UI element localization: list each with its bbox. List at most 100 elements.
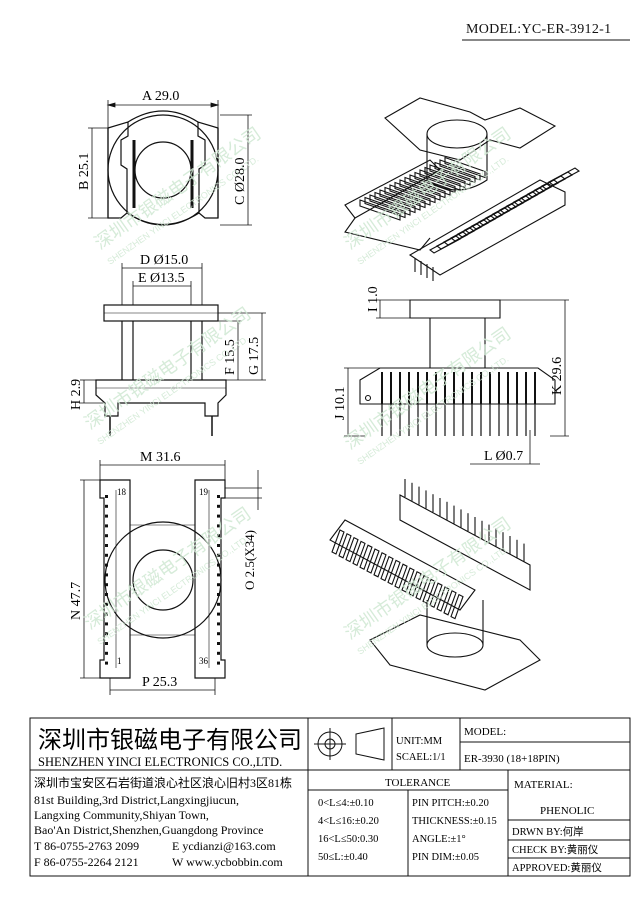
iso1-fin bbox=[463, 215, 497, 234]
dim-b bbox=[88, 127, 108, 219]
iso1-fin bbox=[394, 181, 436, 204]
dim-g-label: G 17.5 bbox=[247, 337, 262, 375]
iso1-fin bbox=[419, 169, 461, 191]
contact-email: E ycdianzi@163.com bbox=[172, 839, 276, 853]
pin-hole-left bbox=[105, 602, 108, 606]
iso2-fin bbox=[380, 555, 394, 582]
contact-tel: T 86-0755-2763 2099 bbox=[34, 839, 139, 853]
watermark-cn-2: 深圳市银磁电子有限公司 bbox=[341, 123, 515, 253]
pin-1-label: 1 bbox=[117, 656, 122, 666]
watermark-cn-6: 深圳市银磁电子有限公司 bbox=[341, 513, 515, 643]
iso1-fin bbox=[470, 211, 504, 230]
iso1-fin bbox=[404, 176, 446, 199]
pin-hole-right bbox=[217, 642, 220, 645]
pin-hole-left bbox=[105, 583, 108, 587]
pin-hole-right bbox=[217, 622, 220, 626]
iso1-fin bbox=[491, 199, 525, 218]
model-header: MODEL:YC-ER-3912-1 bbox=[466, 22, 612, 37]
iso1-fin bbox=[424, 166, 466, 189]
model-label: MODEL: bbox=[464, 726, 506, 738]
dim-e-label: E Ø13.5 bbox=[138, 271, 185, 286]
dim-b-label: B 25.1 bbox=[77, 153, 92, 190]
pin-18-label: 18 bbox=[117, 487, 127, 497]
bottom-view bbox=[99, 479, 226, 679]
pin-tolerance-2: THICKNESS:±0.15 bbox=[412, 816, 497, 827]
pin-hole-right bbox=[217, 583, 220, 587]
iso1-fin bbox=[505, 191, 539, 210]
material-label: MATERIAL: bbox=[514, 779, 573, 791]
drawn-by: DRWN BY:何岸 bbox=[512, 825, 584, 838]
dim-p bbox=[109, 678, 216, 695]
contact-web: W www.ycbobbin.com bbox=[172, 855, 283, 869]
iso2-fin bbox=[401, 567, 415, 593]
iso1-fin bbox=[409, 174, 451, 196]
iso2-fin bbox=[387, 559, 401, 586]
pin-hole-right bbox=[217, 534, 220, 538]
pin-hole-left bbox=[105, 504, 108, 508]
iso2-fin bbox=[345, 536, 359, 563]
contact-fax: F 86-0755-2264 2121 bbox=[34, 855, 139, 869]
iso1-fin bbox=[374, 191, 416, 214]
pin-hole-right bbox=[217, 524, 220, 528]
iso1-fins bbox=[359, 156, 581, 254]
dim-l bbox=[470, 430, 540, 465]
check-by: CHECK BY:黄丽仪 bbox=[512, 843, 599, 856]
pin-hole-right bbox=[217, 563, 220, 567]
dim-e bbox=[132, 281, 192, 305]
iso1-fin bbox=[526, 179, 560, 198]
iso-view-bottom bbox=[329, 479, 541, 691]
iso1-fin bbox=[364, 196, 406, 219]
iso2-fin bbox=[366, 548, 380, 574]
iso1-fin bbox=[399, 179, 441, 201]
pin-hole-left bbox=[105, 661, 108, 665]
pin-hole-left bbox=[105, 642, 108, 645]
scale-label: SCAEL:1/1 bbox=[396, 752, 446, 763]
dim-h-label: H 2.9 bbox=[69, 379, 84, 410]
iso1-fin bbox=[389, 184, 431, 206]
pin-hole-left bbox=[105, 612, 108, 616]
dim-c bbox=[220, 114, 252, 226]
dim-p-label: P 25.3 bbox=[142, 675, 177, 690]
iso1-fin bbox=[359, 199, 401, 221]
pin-hole-right bbox=[217, 602, 220, 606]
dim-k-label: K 29.6 bbox=[550, 357, 565, 395]
iso1-fin bbox=[429, 164, 471, 186]
dim-h bbox=[80, 379, 105, 404]
iso1-fin bbox=[369, 194, 411, 216]
iso1-fin bbox=[547, 167, 581, 186]
address-en-3: Bao'An District,Shenzhen,Guangdong Provi… bbox=[34, 823, 263, 837]
front-view bbox=[359, 299, 556, 436]
projection-symbol bbox=[314, 727, 385, 761]
iso2-fin bbox=[373, 552, 387, 578]
dim-o-label: O 2.5(X34) bbox=[242, 530, 257, 590]
iso2-fin bbox=[331, 529, 345, 555]
watermark-cn-5: 深圳市银磁电子有限公司 bbox=[81, 503, 255, 633]
iso1-fin bbox=[444, 156, 486, 179]
address-cn: 深圳市宝安区石岩街道浪心社区浪心旧村3区81栋 bbox=[34, 775, 292, 790]
model-value: ER-3930 (18+18PIN) bbox=[464, 753, 560, 765]
pin-hole-right bbox=[217, 514, 220, 518]
tolerance-row-3: 16<L≤50:0.30 bbox=[318, 834, 378, 845]
tolerance-row-1: 0<L≤4:±0.10 bbox=[318, 798, 374, 809]
dim-a-label: A 29.0 bbox=[142, 89, 179, 104]
dim-j-label: J 10.1 bbox=[333, 387, 348, 420]
iso1-fin bbox=[439, 159, 481, 181]
pin-hole-right bbox=[217, 504, 220, 508]
address-en-1: 81st Building,3rd District,Langxingjiucu… bbox=[34, 793, 239, 807]
pin-hole-left bbox=[105, 534, 108, 538]
top-view bbox=[107, 110, 219, 226]
pin-hole-left bbox=[105, 622, 108, 626]
dim-d bbox=[121, 263, 203, 305]
iso1-fin bbox=[540, 171, 574, 190]
pin-19-label: 19 bbox=[199, 487, 209, 497]
address-en-2: Langxing Community,Shiyan Town, bbox=[34, 808, 209, 822]
dim-c-label: C Ø28.0 bbox=[233, 158, 248, 205]
dim-g bbox=[218, 312, 266, 381]
iso1-fin bbox=[384, 186, 426, 209]
iso1-pins bbox=[414, 258, 434, 281]
iso2-fins bbox=[331, 529, 464, 620]
pin-hole-left bbox=[105, 524, 108, 528]
iso1-fin bbox=[435, 231, 469, 250]
